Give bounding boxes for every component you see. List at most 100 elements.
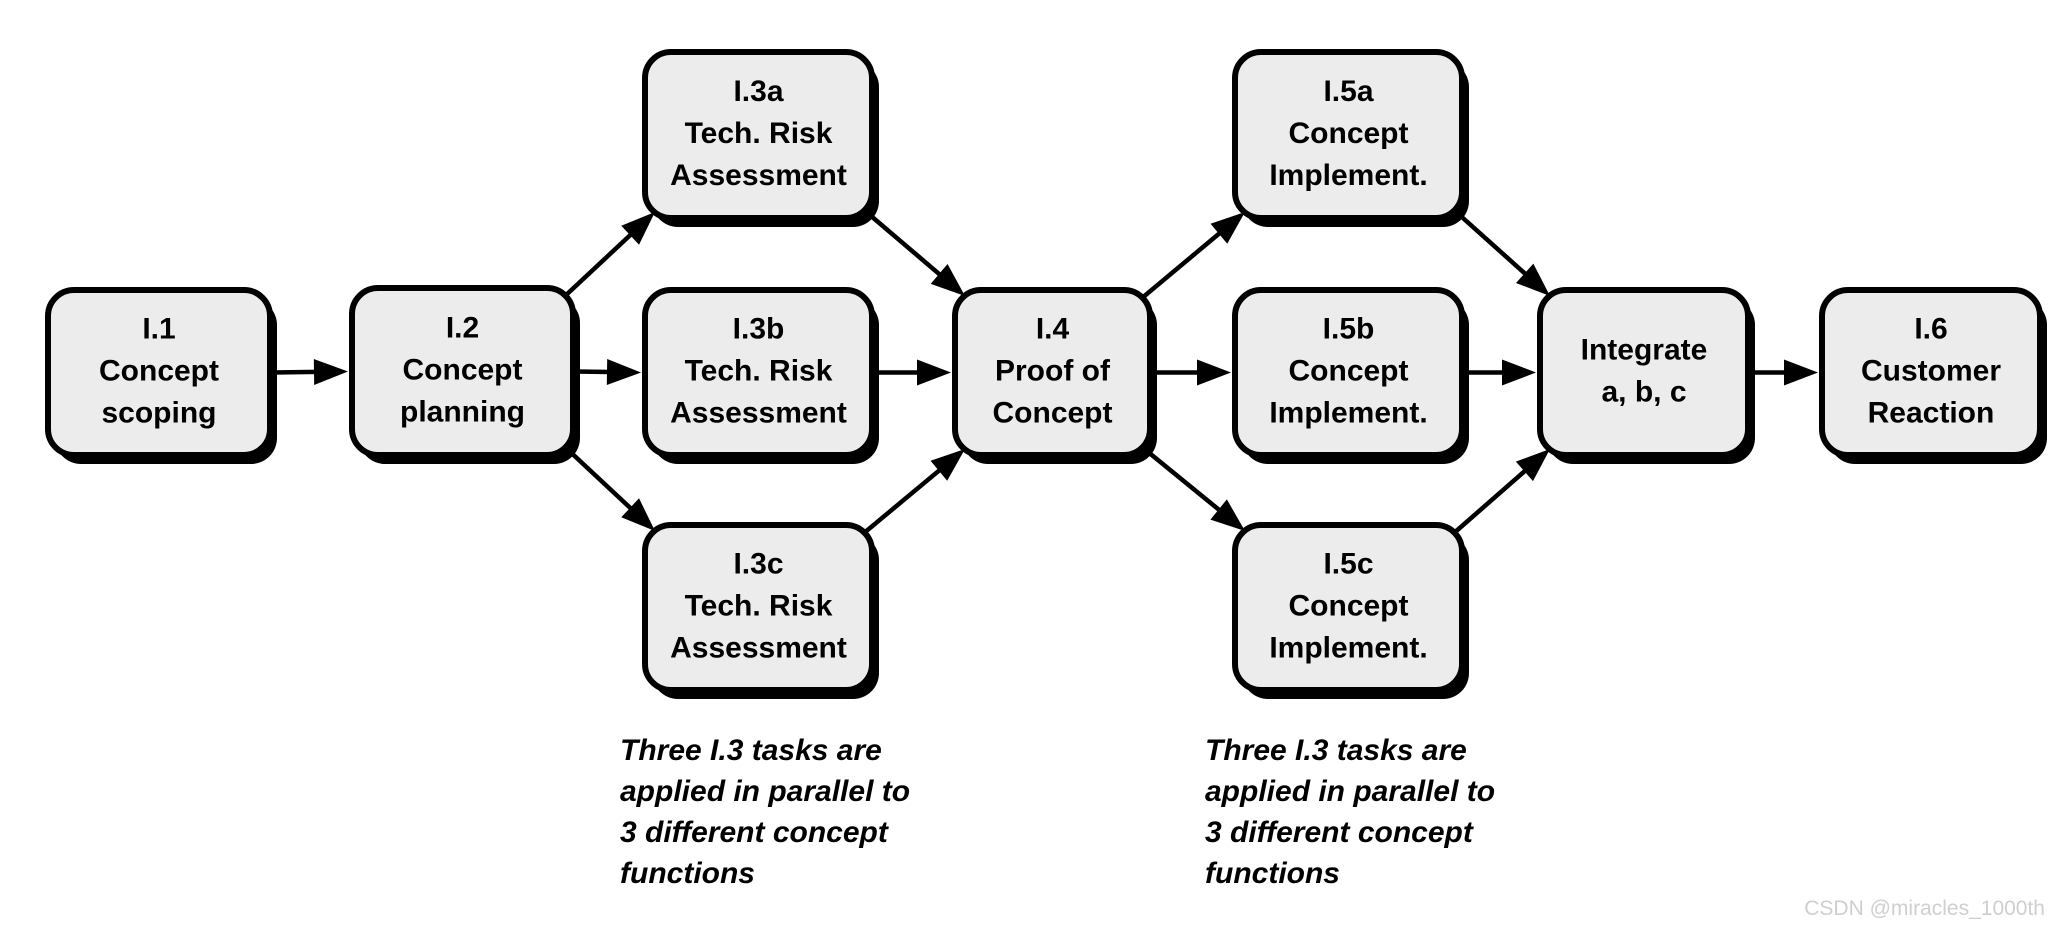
caption-line: applied in parallel to <box>620 775 910 808</box>
edge-i2-to-i3b <box>574 358 641 385</box>
node-body[interactable] <box>45 287 273 458</box>
node-body[interactable] <box>1232 287 1465 458</box>
node-label-line: I.3c <box>733 547 783 580</box>
edge-i5b-int-head <box>1502 359 1536 386</box>
caption-line: functions <box>1205 857 1340 890</box>
edge-i5a-to-int <box>1452 208 1550 296</box>
edges-layer <box>271 208 1818 535</box>
edge-i1-i2-line <box>271 369 318 375</box>
node-label-line: Assessment <box>670 631 847 664</box>
edge-i5b-to-int <box>1464 359 1536 386</box>
node-body[interactable] <box>1819 287 2043 458</box>
node-body[interactable] <box>642 522 875 693</box>
caption-line: functions <box>620 857 755 890</box>
node-label-line: Concept <box>99 354 219 387</box>
edge-i3a-to-i4 <box>862 208 965 296</box>
edge-i5a-int-line <box>1452 208 1529 277</box>
edge-i4-i5b-head <box>1197 359 1231 386</box>
node-label-line: I.5a <box>1323 75 1373 108</box>
node-body[interactable] <box>349 285 576 458</box>
node-label-line: Tech. Risk <box>685 354 833 387</box>
node-label-line: Implement. <box>1269 396 1427 429</box>
caption-line: 3 different concept <box>620 816 890 849</box>
node-int[interactable]: Integrate a, b, c <box>1537 287 1755 464</box>
node-label-line: I.2 <box>446 311 479 344</box>
node-label-line: I.4 <box>1036 312 1070 345</box>
edge-i3b-to-i4 <box>874 359 951 386</box>
node-label-line: Implement. <box>1269 631 1427 664</box>
node-label-line: a, b, c <box>1601 375 1686 408</box>
edge-i5a-int-head <box>1516 263 1550 296</box>
node-label-line: Concept <box>403 353 523 386</box>
edge-i3c-to-i4 <box>862 449 965 535</box>
node-label-line: Tech. Risk <box>685 117 833 150</box>
node-label-line: Assessment <box>670 159 847 192</box>
caption-line: Three I.3 tasks are <box>620 734 882 767</box>
edge-i4-to-i5a <box>1140 212 1245 300</box>
edge-i4-to-i5c <box>1140 445 1245 531</box>
node-label-line: Assessment <box>670 396 847 429</box>
node-body[interactable] <box>1232 49 1465 221</box>
node-label-line: Reaction <box>1868 396 1995 429</box>
edge-i4-i5c-line <box>1140 445 1223 514</box>
edge-i4-to-i5b <box>1152 359 1231 386</box>
node-label-line: Integrate <box>1581 333 1708 366</box>
node-label-line: I.3b <box>733 312 785 345</box>
edge-i2-i3a-head <box>621 212 655 245</box>
edge-i4-i5c-head <box>1210 499 1245 531</box>
edge-i2-i3b-line <box>574 369 611 375</box>
edge-i2-i3b-head <box>606 358 641 385</box>
edge-i3a-i4-head <box>930 264 965 296</box>
edge-i4-i5a-head <box>1210 212 1245 244</box>
edge-i2-i3c-line <box>563 445 634 512</box>
node-label-line: Tech. Risk <box>685 589 833 622</box>
edge-i2-to-i3a <box>563 212 655 298</box>
node-label-line: I.3a <box>733 75 783 108</box>
node-label-line: planning <box>400 395 525 428</box>
edge-int-to-i6 <box>1750 359 1818 386</box>
node-body[interactable] <box>1537 287 1751 458</box>
caption-line: 3 different concept <box>1205 816 1475 849</box>
node-body[interactable] <box>642 287 875 458</box>
node-label-line: scoping <box>101 396 216 429</box>
edge-i5c-to-int <box>1452 449 1550 535</box>
edge-i3c-i4-head <box>930 449 965 481</box>
edge-i1-to-i2 <box>271 358 348 385</box>
node-body[interactable] <box>952 287 1153 458</box>
node-label-line: I.1 <box>142 312 175 345</box>
node-label-line: Concept <box>993 396 1113 429</box>
node-label-line: I.5c <box>1323 547 1373 580</box>
caption-line: Three I.3 tasks are <box>1205 734 1467 767</box>
node-label-line: Implement. <box>1269 159 1427 192</box>
node-label-line: I.5b <box>1323 312 1375 345</box>
node-label-line: Customer <box>1861 354 2001 387</box>
node-body[interactable] <box>1232 522 1465 693</box>
node-body[interactable] <box>642 49 875 221</box>
edge-i3a-i4-line <box>862 208 943 278</box>
edge-i3b-i4-head <box>917 359 951 386</box>
edge-i2-i3a-line <box>563 231 634 298</box>
edge-i2-i3c-head <box>621 498 655 531</box>
node-label-line: Proof of <box>995 354 1111 387</box>
edge-i5c-int-head <box>1515 449 1550 482</box>
edge-int-i6-head <box>1784 359 1818 386</box>
edge-i3c-i4-line <box>862 467 943 535</box>
watermark-label: CSDN @miracles_1000th <box>1804 897 2045 920</box>
node-label-line: I.6 <box>1914 312 1947 345</box>
caption-line: applied in parallel to <box>1205 775 1495 808</box>
edge-i1-i2-head <box>313 358 348 385</box>
node-label-line: Concept <box>1289 589 1409 622</box>
